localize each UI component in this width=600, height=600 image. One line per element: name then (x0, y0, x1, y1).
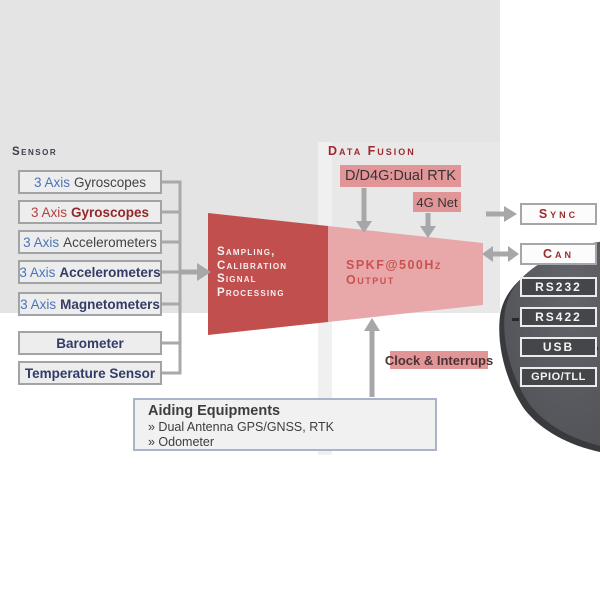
aiding-equipments-box: Aiding Equipments » Dual Antenna GPS/GNS… (133, 398, 437, 451)
gpio-tll-port-box: GPIO/TLL (520, 367, 597, 387)
usb-port-box: USB (520, 337, 597, 357)
processing-stage-text: Sampling, Calibration Signal Processing (217, 246, 329, 300)
sensor-box-temperature: Temperature Sensor (18, 361, 162, 385)
data-fusion-section-label: Data Fusion (328, 144, 416, 158)
aiding-item: » Dual Antenna GPS/GNSS, RTK (148, 420, 334, 434)
clock-interrupts-box: Clock & Interrups (384, 351, 494, 369)
4g-net-box: 4G Net (413, 192, 461, 212)
sensor-axis-label: 3 Axis (33, 174, 70, 190)
output-rate-label: SPKF@500Hz (346, 258, 442, 272)
sync-port-box: Sync (520, 203, 597, 225)
sensor-name: Temperature Sensor (24, 365, 156, 381)
aiding-item: » Odometer (148, 435, 215, 449)
sensor-box-barometer: Barometer (18, 331, 162, 355)
rs422-port-box: RS422 (520, 307, 597, 327)
arrows (180, 188, 519, 397)
sensor-axis-label: 3 Axis (23, 234, 60, 250)
sensor-box-magnetometers: 3 Axis Magnetometers (18, 292, 162, 316)
funnel-stage1-shape (208, 213, 328, 335)
rs232-port-box: RS232 (520, 277, 597, 297)
output-label: Output (346, 273, 395, 287)
sensor-name: Accelerometers (59, 264, 161, 280)
processing-line: Sampling, (217, 246, 276, 258)
aiding-equipments-title: Aiding Equipments (148, 403, 281, 419)
sensor-box-gyroscopes-2: 3 Axis Gyroscopes (18, 200, 162, 224)
sensor-axis-label: 3 Axis (30, 204, 67, 220)
sensor-box-accelerometers-1: 3 Axis Accelerometers (18, 230, 162, 254)
processing-line: Calibration (217, 259, 288, 272)
processing-line: Signal (217, 273, 257, 285)
sensor-name: Gyroscopes (70, 204, 150, 220)
sensor-name: Gyroscopes (74, 174, 147, 190)
sensor-name: Accelerometers (63, 234, 157, 250)
sensor-box-accelerometers-2: 3 Axis Accelerometers (18, 260, 162, 284)
sensor-axis-label: 3 Axis (20, 296, 57, 312)
sensor-section-label: Sensor (12, 146, 58, 158)
processing-line: Processing (217, 286, 285, 299)
sensor-box-gyroscopes-1: 3 Axis Gyroscopes (18, 170, 162, 194)
output-stage-text: SPKF@500Hz Output (346, 258, 486, 288)
sensor-name: Barometer (56, 335, 124, 351)
can-port-box: Can (520, 243, 597, 265)
sensor-name: Magnetometers (60, 296, 160, 312)
dual-rtk-box: D/D4G:Dual RTK (340, 165, 461, 187)
sensor-bus-lines (162, 180, 182, 375)
sensor-axis-label: 3 Axis (19, 264, 56, 280)
funnel-stage2-shape (328, 226, 483, 322)
